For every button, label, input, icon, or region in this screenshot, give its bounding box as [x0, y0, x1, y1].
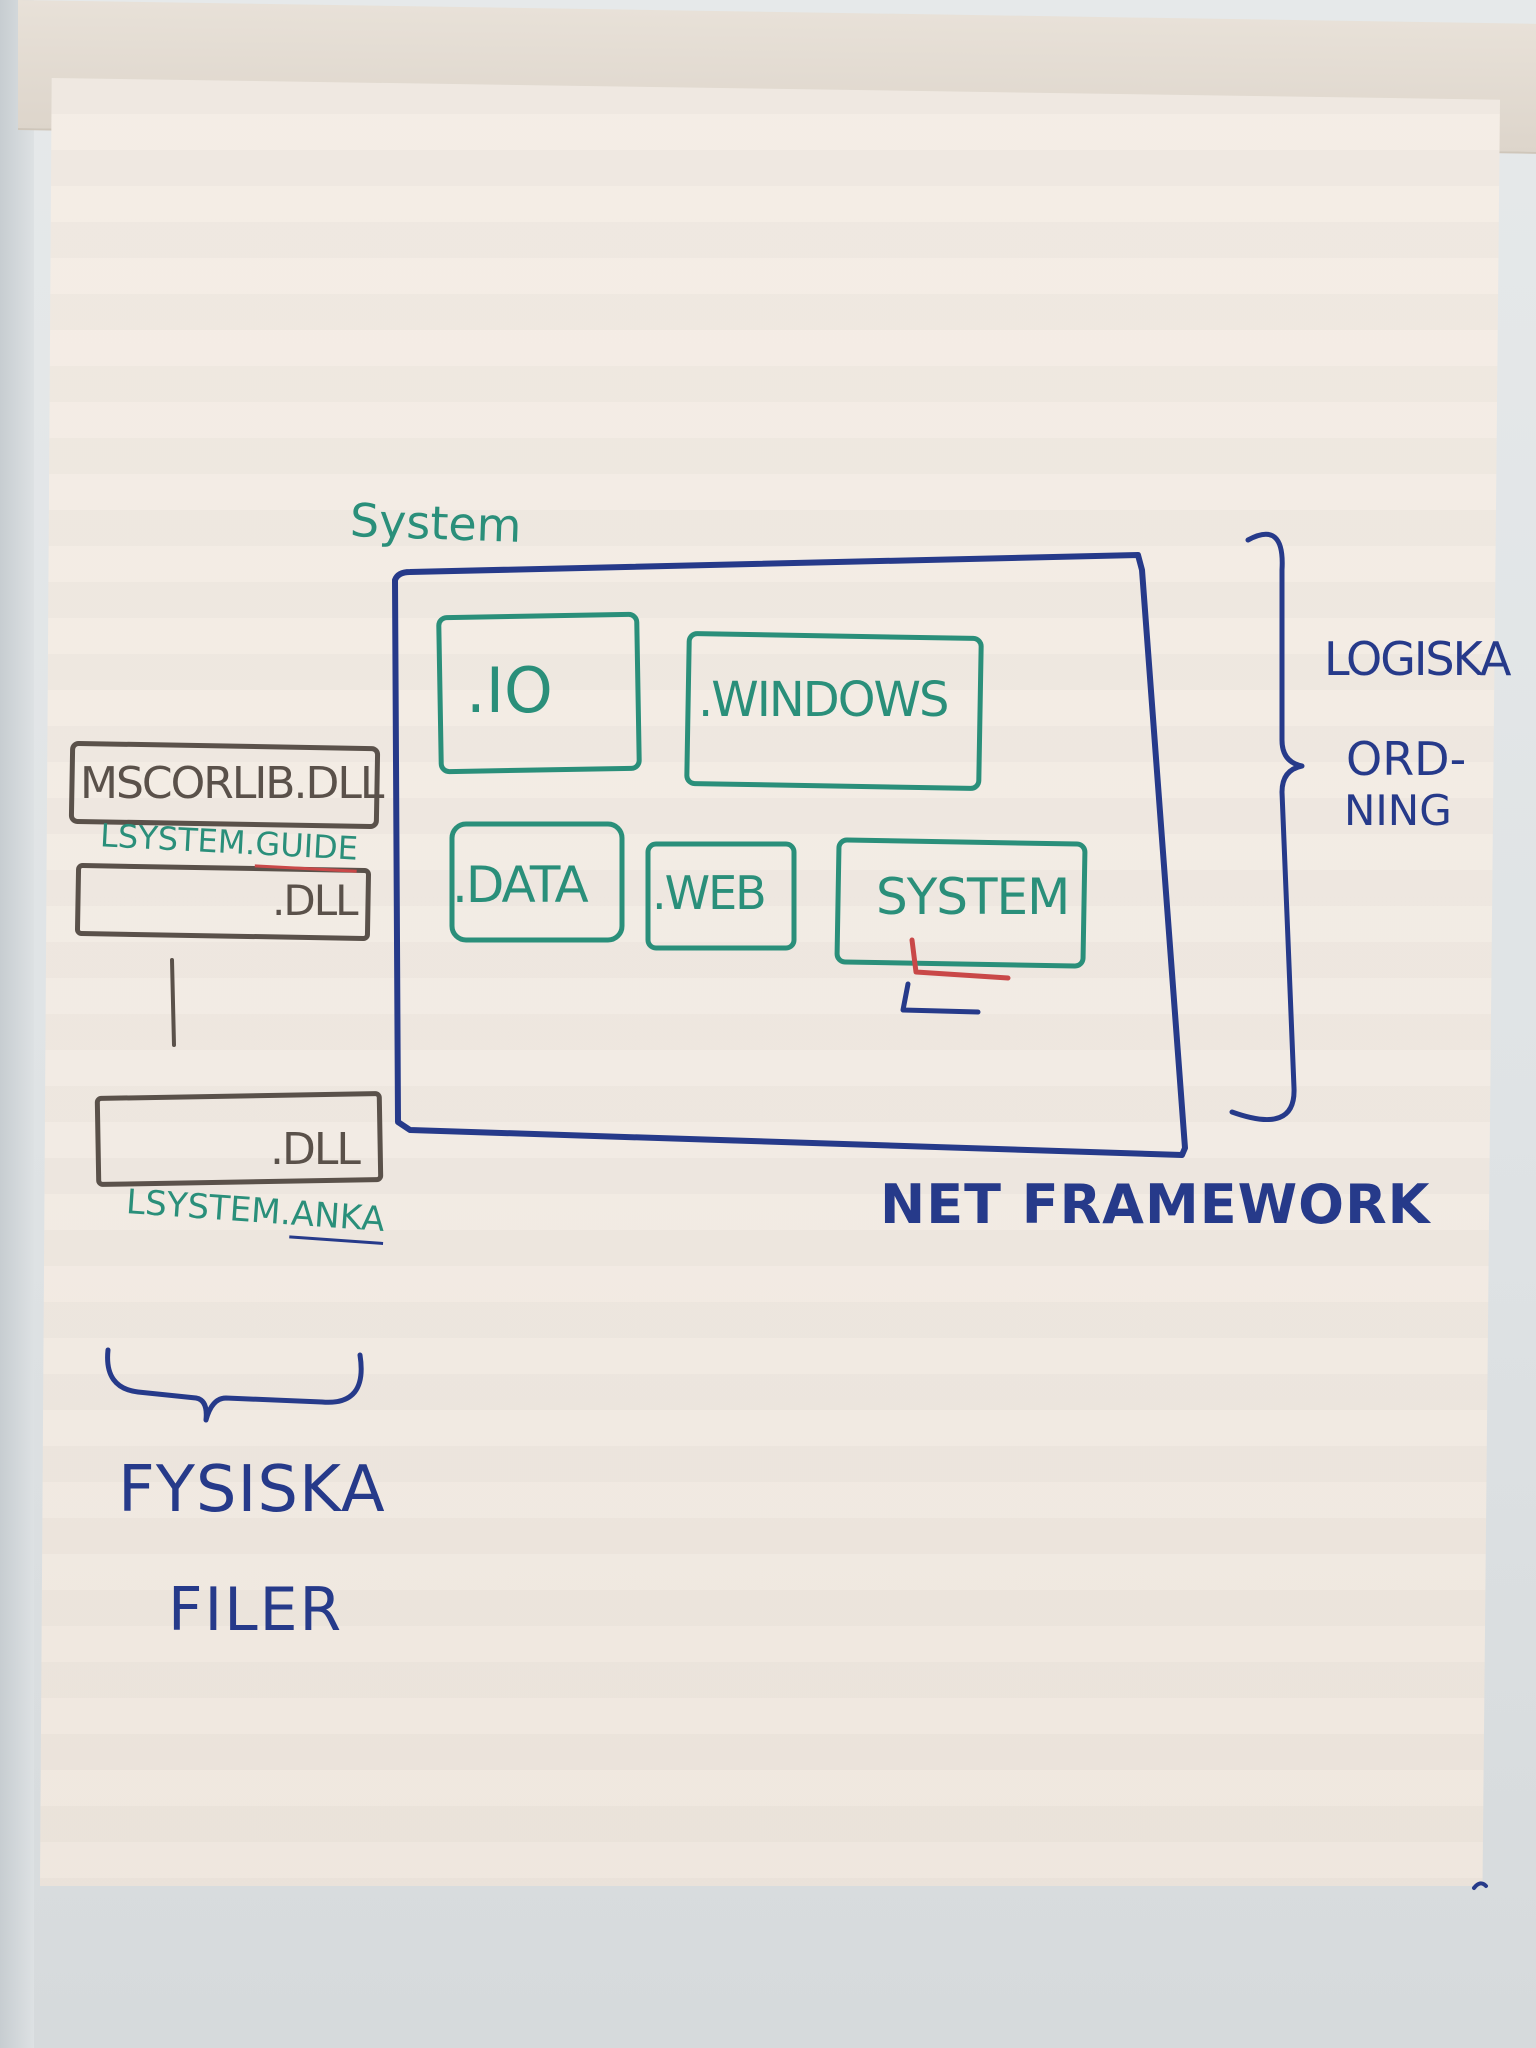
- physical-files-line1: FYSISKA: [118, 1453, 386, 1527]
- io-box: [436, 611, 642, 775]
- namespace-io: .IO: [466, 654, 553, 727]
- dll1-name: MSCORLIB.DLL: [80, 758, 384, 809]
- windows-box: [684, 631, 984, 791]
- system-frame: [392, 552, 1188, 1158]
- namespace-windows: .WINDOWS: [698, 672, 949, 728]
- dll-ellipsis-line: [170, 958, 176, 1047]
- namespace-system: SYSTEM: [876, 868, 1070, 926]
- dll1-subtitle-prefix: LSYSTEM.: [99, 816, 257, 863]
- data-box: [449, 821, 625, 943]
- logical-order-line3: NING: [1344, 786, 1452, 835]
- dll3-subtitle-suffix: ANKA: [289, 1193, 387, 1245]
- dll1-box: [68, 740, 381, 830]
- blue-mark: [900, 981, 981, 1015]
- dll2-box: [74, 863, 372, 941]
- dll3-box: [94, 1091, 384, 1187]
- system-label: System: [349, 493, 523, 553]
- dll2-name: .DLL: [272, 876, 358, 925]
- red-mark: [909, 937, 1011, 981]
- logical-order-line1: LOGISKA: [1324, 632, 1511, 686]
- web-box: [645, 841, 797, 951]
- namespace-data: .DATA: [452, 856, 589, 914]
- marker-smudge: [1472, 1881, 1488, 1890]
- physical-files-line2: FILER: [168, 1575, 344, 1645]
- system-ns-box: [834, 837, 1088, 969]
- flipchart-sheet: [40, 78, 1500, 1886]
- dll1-subtitle-suffix: GUIDE: [254, 824, 359, 873]
- namespace-web: .WEB: [652, 866, 767, 920]
- logical-brace: [1229, 531, 1305, 1122]
- board-frame: [0, 0, 34, 2048]
- dll3-name: .DLL: [270, 1124, 361, 1175]
- logical-order-line2: ORD-: [1346, 732, 1467, 786]
- physical-brace: [105, 1347, 364, 1423]
- framework-label: NET FRAMEWORK: [880, 1173, 1431, 1236]
